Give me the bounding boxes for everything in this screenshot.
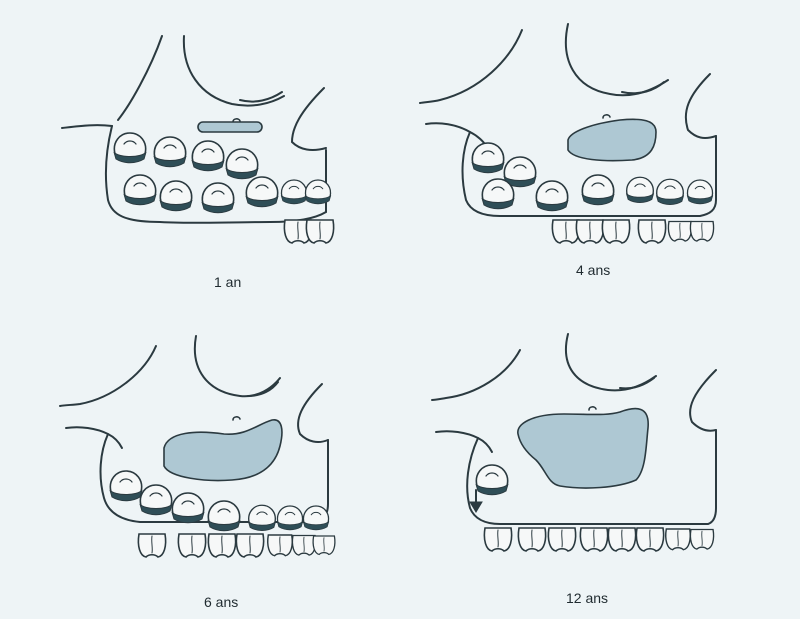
sinus-cavity [568, 119, 656, 160]
orbit-floor [566, 334, 656, 390]
zygomatic-outline [298, 384, 328, 442]
erupted-teeth [552, 220, 713, 243]
zygomatic-outline [686, 74, 716, 138]
panel-4-label: 12 ans [566, 590, 608, 606]
orbit-floor [566, 24, 668, 95]
orbit-outline [60, 346, 156, 406]
erupted-teeth [138, 534, 335, 557]
orbit-outline [420, 30, 522, 103]
palate-line [426, 123, 486, 146]
sinus-cavity [518, 409, 648, 488]
orbit-floor [195, 336, 280, 396]
panel-1-year [62, 36, 334, 243]
palate-line [62, 125, 112, 128]
palate-line [436, 431, 492, 452]
panel-3-label: 6 ans [204, 594, 238, 610]
panel-4-years [420, 24, 716, 243]
panel-12-years [432, 334, 716, 551]
unerupted-molar [476, 465, 508, 495]
sinus-bud [198, 122, 262, 132]
orbit-outline [118, 36, 162, 120]
infraorbital-canal [603, 115, 610, 118]
infraorbital-canal [589, 407, 596, 410]
panel-1-label: 1 an [214, 274, 241, 290]
panel-2-label: 4 ans [576, 262, 610, 278]
orbit-floor [184, 36, 284, 106]
orbit-rim [622, 82, 664, 93]
zygomatic-outline [690, 370, 716, 431]
panel-6-years [60, 336, 335, 557]
erupted-incisors [284, 220, 333, 243]
orbit-outline [432, 350, 520, 400]
sinus-cavity [164, 420, 282, 481]
palate-line [66, 427, 122, 448]
infraorbital-canal [233, 417, 240, 420]
erupted-teeth [484, 528, 713, 551]
zygomatic-outline [292, 88, 326, 150]
tooth-germs [114, 133, 331, 213]
